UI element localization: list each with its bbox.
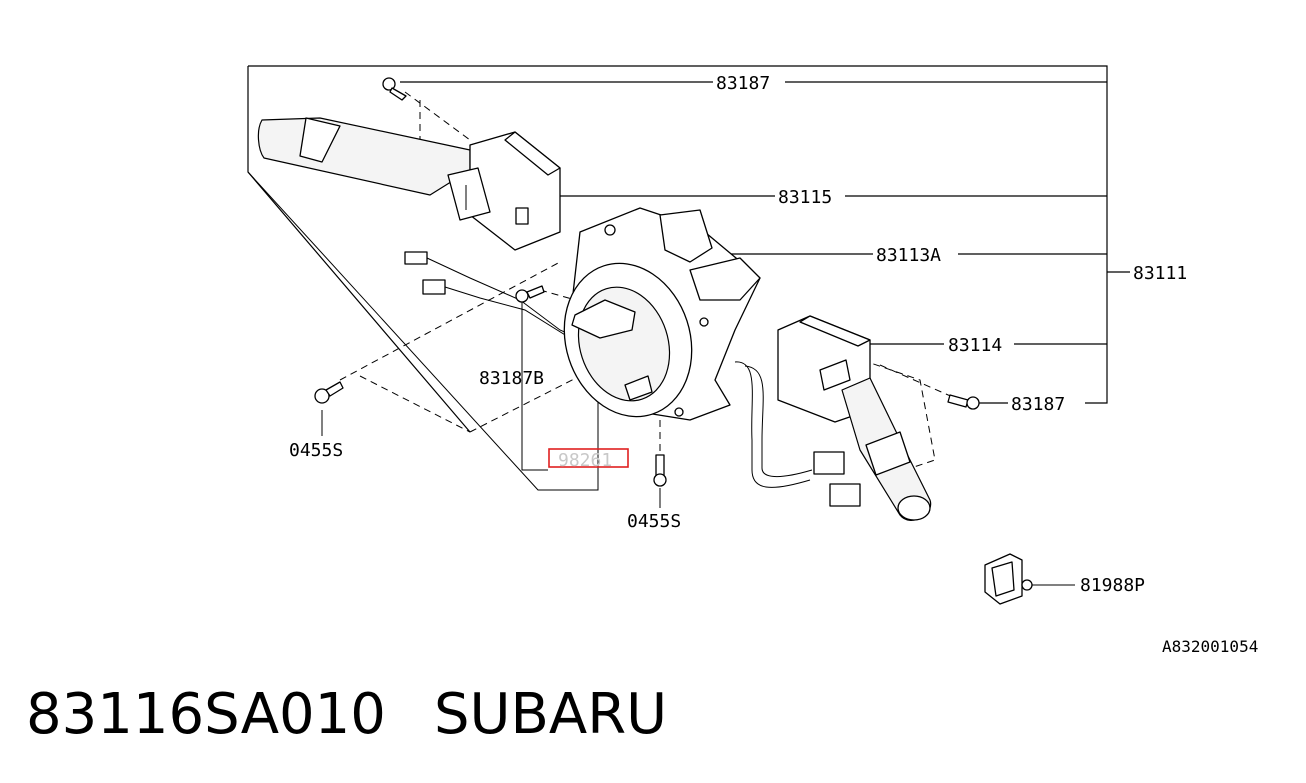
label-83187-right: 83187: [1011, 394, 1065, 415]
label-83115: 83115: [778, 187, 832, 208]
label-0455S-bottom: 0455S: [627, 511, 681, 532]
label-83113A: 83113A: [876, 245, 941, 266]
footer-part-number: 83116SA010: [26, 682, 386, 747]
screw-83187-right: [947, 394, 980, 410]
label-83114: 83114: [948, 335, 1002, 356]
left-combination-switch: [257, 117, 561, 251]
screw-83187-top: [382, 77, 407, 101]
highlight-box-98261: [548, 448, 629, 468]
harness-connector-right: [734, 361, 861, 507]
label-98261: 98261: [558, 450, 612, 471]
label-83187-top: 83187: [716, 73, 770, 94]
leader-lines: [247, 81, 1107, 586]
footer-brand: SUBARU: [433, 682, 668, 747]
label-81988P: 81988P: [1080, 575, 1145, 596]
label-83187B: 83187B: [479, 368, 544, 389]
right-combination-switch: [777, 315, 932, 521]
clock-spring-body: [563, 207, 761, 421]
clip-81988P: [984, 553, 1033, 605]
screw-0455S-left: [314, 381, 344, 404]
drawing-code: A832001054: [1162, 637, 1258, 656]
screw-83187B: [515, 285, 545, 303]
label-0455S-left: 0455S: [289, 440, 343, 461]
footer-title: 83116SA010 SUBARU: [26, 682, 715, 747]
label-83111: 83111: [1133, 263, 1187, 284]
screw-0455S-bottom: [653, 454, 667, 487]
